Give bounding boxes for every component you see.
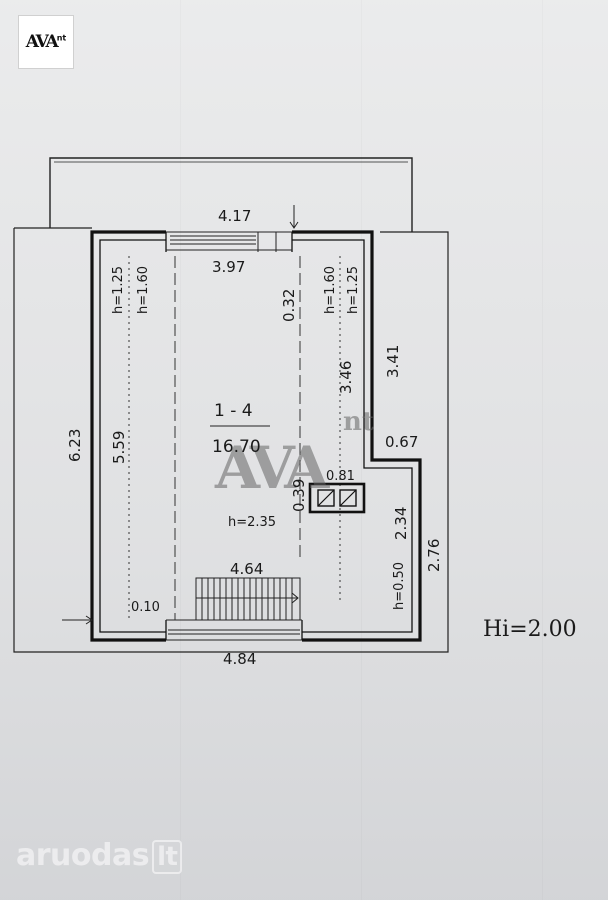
dim-wall-thickness: 0.10 (131, 600, 160, 615)
center-watermark: AVA nt (214, 407, 374, 502)
dim-left-outer: 6.23 (66, 429, 84, 462)
dim-right-lower-inner: 2.34 (392, 507, 410, 540)
watermark-main: AVA (214, 434, 330, 502)
dim-bottom-inner: 4.64 (230, 560, 263, 578)
dim-right-upper-inner: 3.46 (337, 361, 355, 394)
height-right-bottom: h=0.50 (392, 562, 407, 610)
dim-notch-width: 0.67 (385, 433, 418, 451)
dim-chimney-width: 0.81 (326, 469, 355, 484)
walls (90, 230, 422, 642)
dim-top-inner: 3.97 (212, 258, 245, 276)
balcony-outline (49, 157, 413, 232)
dim-top-outer: 4.17 (218, 207, 251, 225)
ava-logo: AVAnt (18, 15, 74, 69)
roof-outline (13, 228, 449, 653)
dim-right-upper-outer: 3.41 (384, 345, 402, 378)
top-window (166, 231, 292, 252)
dim-bottom-outer: 4.84 (223, 650, 256, 668)
dim-top-offset: 0.32 (280, 289, 298, 322)
watermark-sup: nt (343, 407, 374, 437)
height-left-high: h=1.60 (136, 266, 151, 314)
walls-inner (99, 232, 413, 640)
height-right-high: h=1.60 (323, 266, 338, 314)
logo-text: AVAnt (25, 32, 67, 52)
chimney (308, 482, 366, 514)
dim-left-inner: 5.59 (110, 431, 128, 464)
height-left-low: h=1.25 (111, 266, 126, 314)
room-height: h=2.35 (228, 515, 276, 530)
height-lines-long-dash (174, 256, 301, 620)
hi-label: Hi=2.00 (483, 617, 577, 642)
height-lines (128, 256, 341, 620)
bottom-window (166, 619, 302, 641)
room-number: 1 - 4 (214, 401, 253, 421)
dimension-arrows (62, 205, 299, 625)
staircase (195, 577, 301, 621)
dim-right-lower-outer: 2.76 (425, 539, 443, 572)
dim-chimney-offset: 0.39 (290, 479, 308, 512)
room-area: 16.70 (212, 437, 261, 457)
height-right-low: h=1.25 (346, 266, 361, 314)
